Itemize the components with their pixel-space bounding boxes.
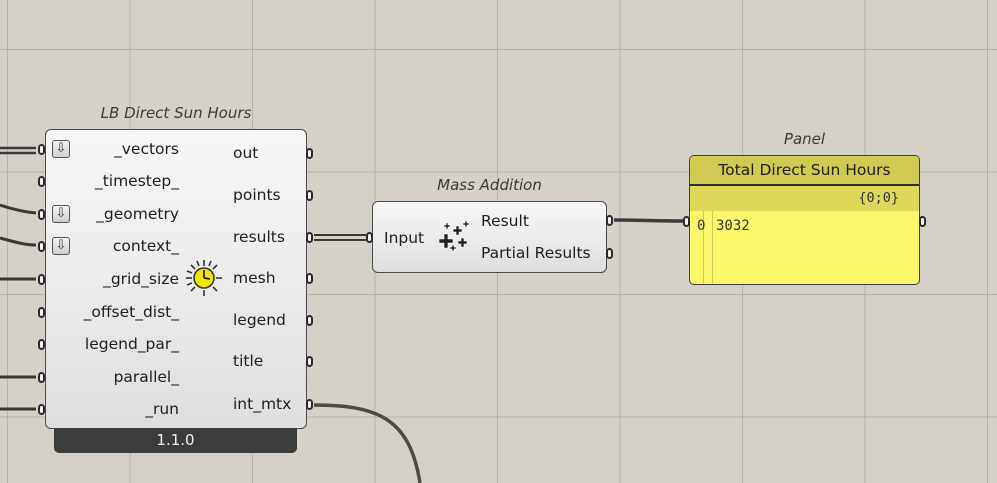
grip-input-parallel[interactable] <box>38 372 45 383</box>
grip-input-run[interactable] <box>38 404 45 415</box>
input-run[interactable]: _run <box>145 400 179 418</box>
wire-int-mtx[interactable] <box>313 403 422 483</box>
output-points[interactable]: points <box>233 186 281 204</box>
input-legend-par[interactable]: legend_par_ <box>84 335 179 353</box>
grip-output-title[interactable] <box>306 356 313 367</box>
grip-panel-output[interactable] <box>919 216 926 227</box>
output-result[interactable]: Result <box>481 212 529 230</box>
output-partial-results[interactable]: Partial Results <box>481 244 591 262</box>
input-grid-size[interactable]: _grid_size <box>103 270 179 288</box>
grip-input-timestep[interactable] <box>38 176 45 187</box>
grip-panel-input[interactable] <box>683 216 690 227</box>
grip-input-context[interactable] <box>38 241 45 252</box>
panel-component[interactable]: Total Direct Sun Hours {0;0} 0 3032 <box>689 155 920 285</box>
input-offset-dist[interactable]: _offset_dist_ <box>83 303 179 321</box>
input-timestep[interactable]: _timestep_ <box>94 172 179 190</box>
input-input[interactable]: Input <box>384 229 425 247</box>
mass-addition-icon <box>438 220 470 252</box>
grip-input-grid-size[interactable] <box>38 274 45 285</box>
mass-addition-title: Mass Addition <box>437 176 542 194</box>
panel-row-value: 3032 <box>716 218 750 234</box>
grip-output-points[interactable] <box>306 190 313 201</box>
grip-input-geometry[interactable] <box>38 209 45 220</box>
panel-divider-1 <box>703 211 704 284</box>
output-int-mtx[interactable]: int_mtx <box>233 395 292 413</box>
lb-direct-sun-hours-component[interactable]: _vectors _timestep_ _geometry context_ _… <box>45 129 307 429</box>
grip-input-vectors[interactable] <box>38 144 45 155</box>
grip-input-mass-input[interactable] <box>366 232 373 243</box>
panel-divider-2 <box>712 211 713 284</box>
output-out[interactable]: out <box>233 144 259 162</box>
grip-output-out[interactable] <box>306 148 313 159</box>
panel-title: Panel <box>783 130 826 148</box>
lb-component-title: LB Direct Sun Hours <box>100 104 252 122</box>
grip-output-int-mtx[interactable] <box>306 399 313 410</box>
sun-hours-icon <box>186 260 222 296</box>
input-parallel[interactable]: parallel_ <box>113 368 179 386</box>
input-geometry[interactable]: _geometry <box>96 205 179 223</box>
wire-context[interactable] <box>0 236 37 247</box>
mass-addition-component[interactable]: Input Result Partial Results <box>372 201 607 273</box>
output-mesh[interactable]: mesh <box>233 269 276 287</box>
flatten-icon-context[interactable]: ⇩ <box>52 237 70 255</box>
panel-path: {0;0} <box>690 186 919 211</box>
flatten-icon-vectors[interactable]: ⇩ <box>52 140 70 158</box>
flatten-icon-geometry[interactable]: ⇩ <box>52 205 70 223</box>
output-title[interactable]: title <box>233 352 264 370</box>
grip-output-result[interactable] <box>606 215 613 226</box>
panel-header[interactable]: Total Direct Sun Hours <box>690 156 919 186</box>
wire-result-to-panel[interactable] <box>613 218 685 223</box>
grip-output-partial-results[interactable] <box>606 248 613 259</box>
grip-output-mesh[interactable] <box>306 273 313 284</box>
output-legend[interactable]: legend <box>233 311 286 329</box>
grip-output-legend[interactable] <box>306 315 313 326</box>
panel-path-text: {0;0} <box>858 190 899 206</box>
input-context[interactable]: context_ <box>112 237 179 255</box>
input-vectors[interactable]: _vectors <box>114 140 179 158</box>
grip-input-legend-par[interactable] <box>38 339 45 350</box>
wire-geometry[interactable] <box>0 203 37 215</box>
version-bar: 1.1.0 <box>54 428 297 453</box>
output-results[interactable]: results <box>233 228 285 246</box>
grip-input-offset-dist[interactable] <box>38 307 45 318</box>
panel-row-index: 0 <box>697 218 706 234</box>
grip-output-results[interactable] <box>306 232 313 243</box>
